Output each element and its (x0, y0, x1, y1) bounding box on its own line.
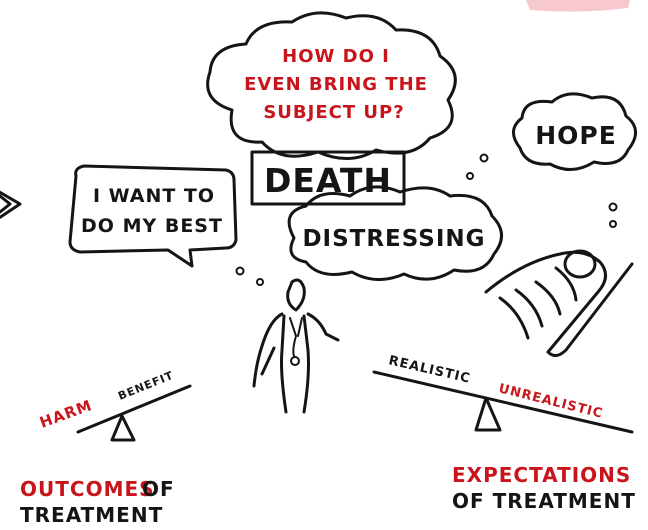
arrow-icon (0, 190, 22, 220)
outcomes-highlight: OUTCOMES (20, 477, 155, 501)
hope-cloud: HOPE (512, 92, 637, 171)
outcomes-caption: OUTCOMES OF TREATMENT (20, 477, 175, 527)
question-cloud: HOW DO I EVEN BRING THE SUBJECT UP? (206, 11, 457, 160)
outcomes-of: OF (142, 477, 175, 501)
hope-label: HOPE (535, 121, 617, 150)
right-scale-unrealistic: UNREALISTIC (497, 381, 605, 421)
question-line-1: HOW DO I (282, 46, 390, 67)
left-scale-harm: HARM (37, 396, 95, 432)
expectations-caption: EXPECTATIONS OF TREATMENT (452, 463, 636, 513)
distressing-label: DISTRESSING (302, 226, 485, 252)
death-box: DEATH (250, 150, 406, 206)
left-scale: HARM BENEFIT (37, 369, 192, 442)
speech-line-2: DO MY BEST (81, 215, 223, 237)
question-line-3: SUBJECT UP? (263, 102, 404, 123)
speech-line-1: I WANT TO (93, 185, 215, 207)
question-line-2: EVEN BRING THE (244, 74, 428, 95)
thought-dots-icon (235, 153, 618, 286)
distressing-cloud: DISTRESSING (287, 185, 503, 281)
speech-bubble: I WANT TO DO MY BEST (68, 164, 238, 268)
outcomes-second: TREATMENT (20, 503, 163, 527)
patient-in-bed-icon (484, 249, 634, 357)
left-scale-benefit: BENEFIT (116, 369, 175, 403)
right-scale-realistic: REALISTIC (387, 353, 472, 386)
right-scale: REALISTIC UNREALISTIC (372, 353, 634, 434)
expectations-second: OF TREATMENT (452, 489, 636, 513)
corner-tag (526, 0, 630, 12)
doctor-figure-icon (252, 278, 340, 414)
expectations-highlight: EXPECTATIONS (452, 463, 631, 487)
